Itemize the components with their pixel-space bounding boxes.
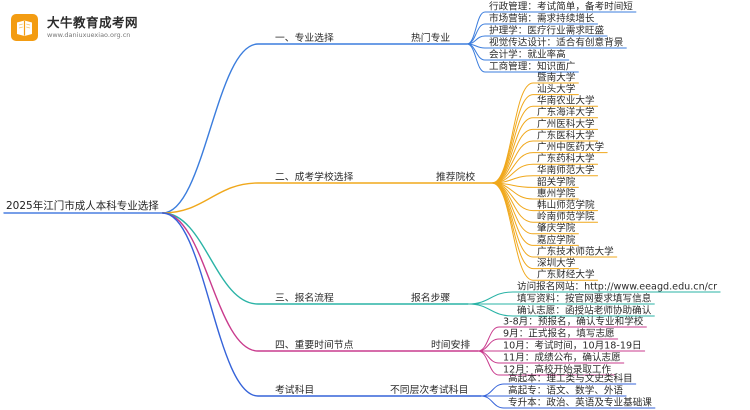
connector-lines (3, 11, 721, 409)
leaf-item: 韩山师范学院 (537, 199, 595, 211)
leaf-item: 广东药科大学 (537, 153, 595, 165)
leaf-item: 广州医科大学 (537, 118, 595, 130)
branch-1-topic: 一、专业选择 (275, 31, 334, 44)
branch-1-subtopic: 热门专业 (411, 31, 450, 44)
leaf-item: 3-8月：预报名，确认专业和学校 (503, 315, 644, 327)
branch-2-topic: 二、成考学校选择 (275, 170, 354, 183)
leaf-item: 广东财经大学 (537, 269, 595, 281)
leaf-item: 高起专：语文、数学、外语 (508, 384, 624, 396)
leaf-item: 行政管理：考试简单，备考时间短 (489, 0, 633, 12)
leaf-item: 嘉应学院 (537, 234, 576, 246)
leaf-connector (491, 94, 579, 184)
leaf-item: 高起本：理工类与文史类科目 (508, 372, 633, 384)
leaf-item: 广州中医药大学 (537, 141, 605, 153)
branch-2-connector (162, 182, 493, 214)
leaf-item: 工商管理：知识面广 (489, 60, 576, 72)
leaf-connector (480, 395, 656, 409)
branch-4-topic: 四、重要时间节点 (275, 338, 354, 351)
leaf-item: 韶关学院 (537, 176, 576, 188)
leaf-connector (491, 128, 599, 184)
leaf-item: 华南农业大学 (537, 95, 595, 107)
leaf-connector (466, 43, 579, 73)
logo-text: 大牛教育成考网 www.daniuxuexiao.org.cn (47, 15, 138, 40)
leaf-item: 访问报名网站：http://www.eeagd.edu.cn/cr (517, 280, 717, 292)
leaf-connector (491, 182, 599, 281)
leaf-item: 广东技术师范大学 (537, 245, 614, 257)
branch-5-topic: 考试科目 (275, 383, 314, 396)
branch-3-subtopic: 报名步骤 (411, 291, 450, 304)
branch-3-connector (162, 212, 469, 305)
leaf-item: 护理学：医疗行业需求旺盛 (489, 24, 605, 36)
leaf-item: 10月：考试时间，10月18-19日 (503, 339, 642, 351)
leaf-connector (491, 117, 599, 184)
leaf-item: 9月：正式报名，填写志愿 (503, 327, 615, 339)
leaf-item: 市场营销：需求持续增长 (489, 12, 595, 24)
branch-2-subtopic: 推荐院校 (436, 170, 475, 183)
leaf-item: 确认志愿：函授站老师协助确认 (517, 304, 652, 316)
leaf-connector (467, 303, 655, 317)
branch-4-subtopic: 时间安排 (431, 338, 470, 351)
root-topic: 2025年江门市成人本科专业选择 (6, 199, 159, 212)
leaf-item: 广东医科大学 (537, 129, 595, 141)
leaf-connector (477, 350, 615, 376)
leaf-item: 11月：成绩公布，确认志愿 (503, 351, 621, 363)
branch-3-topic: 三、报名流程 (275, 291, 334, 304)
leaf-item: 暨南大学 (537, 71, 576, 83)
branch-5-subtopic: 不同层次考试科目 (390, 383, 468, 396)
leaf-item: 专升本：政治、英语及专业基础课 (508, 396, 652, 408)
leaf-item: 填写资料：按官网要求填写信息 (517, 292, 652, 304)
leaf-connector (491, 105, 599, 184)
leaf-item: 深圳大学 (537, 257, 576, 269)
leaf-connector (491, 82, 579, 184)
leaf-item: 会计学：就业率高 (489, 48, 566, 60)
book-logo-icon (11, 14, 38, 41)
topic-labels: 2025年江门市成人本科专业选择 一、专业选择 热门专业 行政管理：考试简单，备考时… (6, 0, 717, 408)
leaf-item: 岭南师范学院 (537, 211, 595, 223)
leaf-item: 12月：高校开始录取工作 (503, 363, 612, 375)
branch-5-connector (162, 212, 482, 397)
logo-name: 大牛教育成考网 (47, 15, 139, 30)
leaf-item: 肇庆学院 (537, 222, 576, 234)
branch-4-connector (162, 212, 479, 352)
leaf-item: 华南师范大学 (537, 164, 595, 176)
leaf-item: 视觉传达设计：适合有创意背景 (489, 36, 624, 48)
leaf-item: 惠州学院 (537, 187, 576, 199)
logo-url: www.daniuxuexiao.org.cn (47, 31, 131, 39)
leaf-connector (491, 140, 599, 184)
logo: 大牛教育成考网 www.daniuxuexiao.org.cn (11, 14, 138, 41)
branch-1-connector (162, 43, 468, 214)
leaf-item: 广东海洋大学 (537, 106, 595, 118)
leaf-item: 汕头大学 (537, 83, 576, 95)
